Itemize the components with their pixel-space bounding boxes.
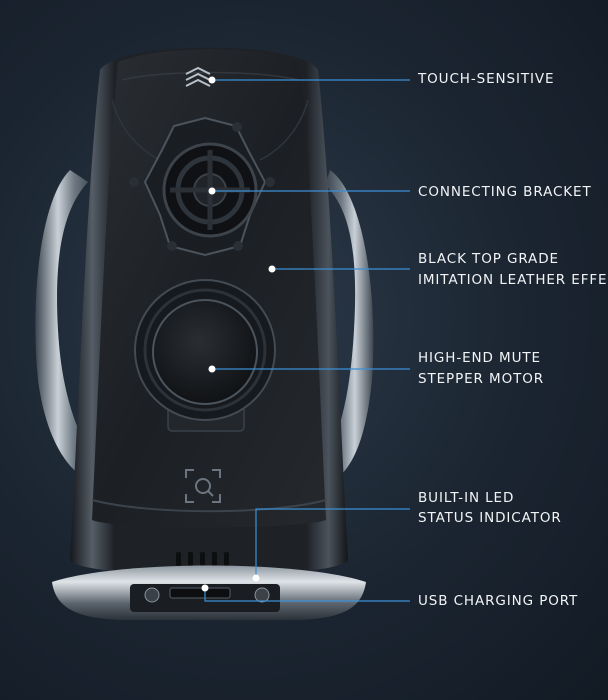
scan-icon bbox=[185, 469, 221, 503]
label-leather-line2: IMITATION LEATHER EFFECT bbox=[418, 272, 608, 288]
callout-line-usb bbox=[204, 588, 410, 602]
label-led-line2: STATUS INDICATOR bbox=[418, 510, 562, 526]
label-usb-port: USB CHARGING PORT bbox=[418, 593, 579, 609]
stepper-motor-knob bbox=[134, 279, 276, 432]
label-led-line1: BUILT-IN LED bbox=[418, 490, 515, 506]
connecting-bracket bbox=[129, 116, 275, 257]
label-touch-sensitive: TOUCH-SENSITIVE bbox=[418, 71, 555, 87]
label-motor-line2: STEPPER MOTOR bbox=[418, 371, 545, 387]
holder-base bbox=[52, 565, 366, 620]
vent-slots bbox=[176, 552, 229, 566]
callout-dots bbox=[201, 76, 276, 592]
label-connecting-bracket: CONNECTING BRACKET bbox=[418, 184, 592, 200]
label-motor-line1: HIGH-END MUTE bbox=[418, 350, 541, 366]
right-clamp-arm bbox=[320, 170, 374, 482]
touch-sensor-icon bbox=[185, 66, 211, 87]
label-leather-line1: BLACK TOP GRADE bbox=[418, 251, 559, 267]
left-clamp-arm bbox=[35, 170, 100, 480]
callout-lines bbox=[204, 79, 410, 602]
callout-line-led bbox=[255, 508, 410, 578]
